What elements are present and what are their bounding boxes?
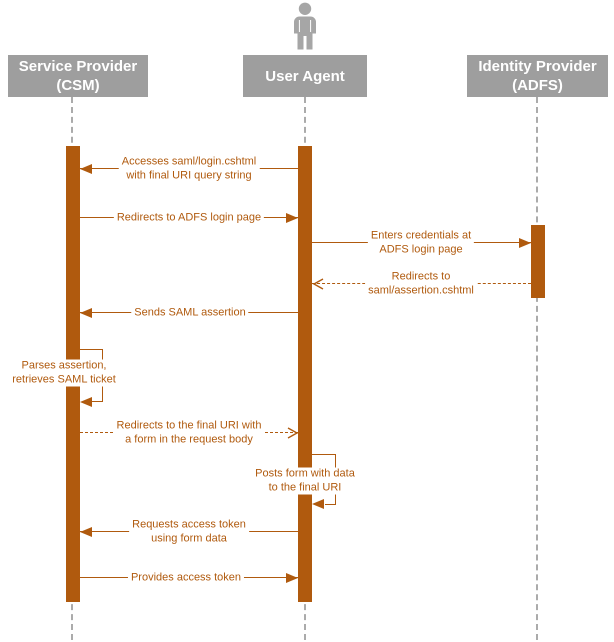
arrowhead-left-icon [80, 163, 92, 174]
activation-bar-user-agent [298, 146, 312, 602]
lifeline-identity-provider [536, 97, 538, 640]
message-label-3: Enters credentials at ADFS login page [367, 229, 475, 257]
arrowhead-right-icon [286, 572, 298, 583]
person-icon [294, 2, 316, 50]
self-message-bottom-line [92, 401, 103, 403]
actor-service-provider: Service Provider (CSM) [8, 55, 148, 97]
arrowhead-right-icon [286, 212, 298, 223]
message-label-7: Redirects to the final URI with a form i… [113, 419, 265, 447]
actor-identity-provider: Identity Provider (ADFS) [467, 55, 608, 97]
activation-bar-identity-provider [531, 225, 545, 298]
message-label-9: Requests access token using form data [129, 518, 249, 546]
message-label-6: Parses assertion, retrieves SAML ticket [9, 359, 119, 387]
actor-identity-provider-label: Identity Provider (ADFS) [478, 58, 597, 94]
arrowhead-right-icon [519, 237, 531, 248]
arrowhead-left-icon [80, 526, 92, 537]
arrowhead-left-icon [312, 498, 324, 509]
arrowhead-left-icon [80, 307, 92, 318]
self-message-top-line [312, 453, 336, 455]
actor-service-provider-label: Service Provider (CSM) [18, 58, 138, 94]
message-label-4: Redirects to saml/assertion.cshtml [365, 270, 477, 298]
message-label-10: Provides access token [127, 571, 245, 585]
actor-user-agent-label: User Agent [265, 67, 345, 85]
arrowhead-left-icon [80, 396, 92, 407]
open-arrowhead-right-icon [287, 427, 299, 439]
message-label-5: Sends SAML assertion [131, 306, 249, 320]
message-label-8: Posts form with data to the final URI [252, 467, 358, 495]
self-message-top-line [80, 348, 103, 350]
open-arrowhead-left-icon [312, 278, 324, 290]
actor-user-agent: User Agent [243, 55, 367, 97]
message-label-2: Redirects to ADFS login page [113, 211, 265, 225]
self-message-bottom-line [325, 503, 336, 505]
message-label-1: Accesses saml/login.cshtml with final UR… [118, 155, 260, 183]
